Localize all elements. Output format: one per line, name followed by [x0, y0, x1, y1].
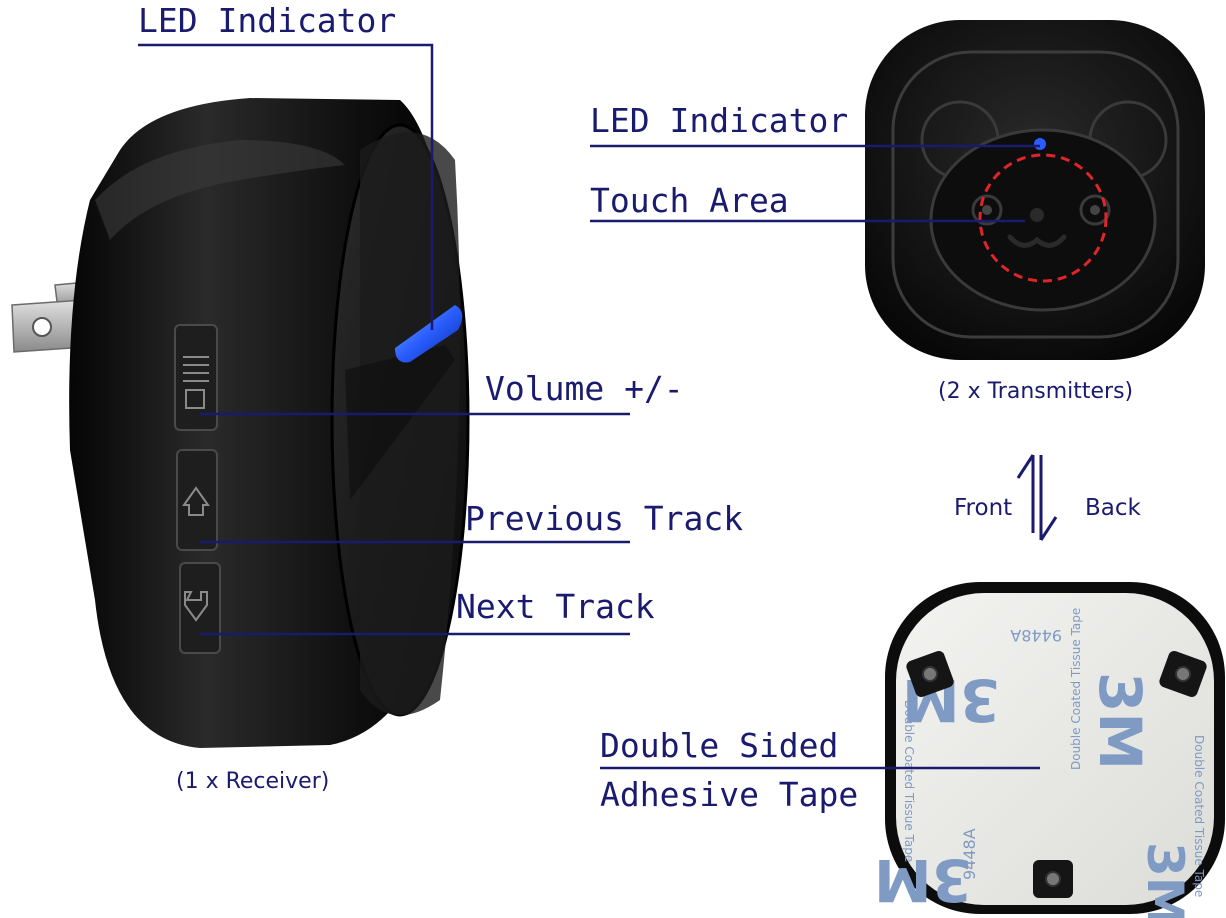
touch-area[interactable]: [978, 153, 1108, 283]
transmitter-led-label: LED Indicator: [590, 101, 848, 140]
receiver-caption: (1 x Receiver): [176, 769, 329, 794]
tape-text-2: Double Coated Tissue Tape: [902, 700, 916, 862]
transmitter-front: [865, 20, 1205, 360]
previous-track-button[interactable]: [176, 449, 218, 551]
receiver-leaders: [138, 43, 630, 636]
touch-area-label: Touch Area: [590, 181, 789, 220]
tape-text-4: 9448A: [1010, 626, 1062, 645]
tape-text-3: Double Coated Tissue Tape: [1192, 735, 1206, 897]
tape-label-line1: Double Sided: [600, 726, 838, 765]
tape-text-1: Double Coated Tissue Tape: [1069, 608, 1083, 770]
back-label: Back: [1085, 495, 1142, 521]
transmitter-leaders: [590, 144, 1040, 223]
up-arrow-icon: [182, 486, 210, 516]
next-track-label: Next Track: [456, 587, 655, 626]
tape-logo-2: 3M: [1086, 672, 1154, 770]
transmitter-caption: (2 x Transmitters): [938, 379, 1133, 404]
receiver-buttons: [174, 324, 221, 654]
receiver: [11, 98, 470, 748]
previous-track-label: Previous Track: [465, 499, 743, 538]
tape-logo-4: 3M: [1136, 842, 1194, 918]
tape-text-5: 9448A: [960, 828, 979, 880]
flip-arrows-icon: [1016, 454, 1058, 541]
transmitter-led: [1034, 138, 1046, 150]
front-label: Front: [954, 495, 1012, 521]
down-arrow-icon: [184, 591, 208, 622]
receiver-led-label: LED Indicator: [138, 1, 396, 40]
next-track-button[interactable]: [179, 562, 221, 654]
screws: [906, 650, 1207, 898]
transmitter-back: 3M 3M 3M 3M Double Coated Tissue Tape Do…: [874, 582, 1225, 918]
tape-logo-3: 3M: [874, 846, 972, 914]
tape-label-line2: Adhesive Tape: [600, 775, 858, 814]
receiver-led: [395, 305, 463, 363]
volume-label: Volume +/-: [485, 369, 684, 408]
